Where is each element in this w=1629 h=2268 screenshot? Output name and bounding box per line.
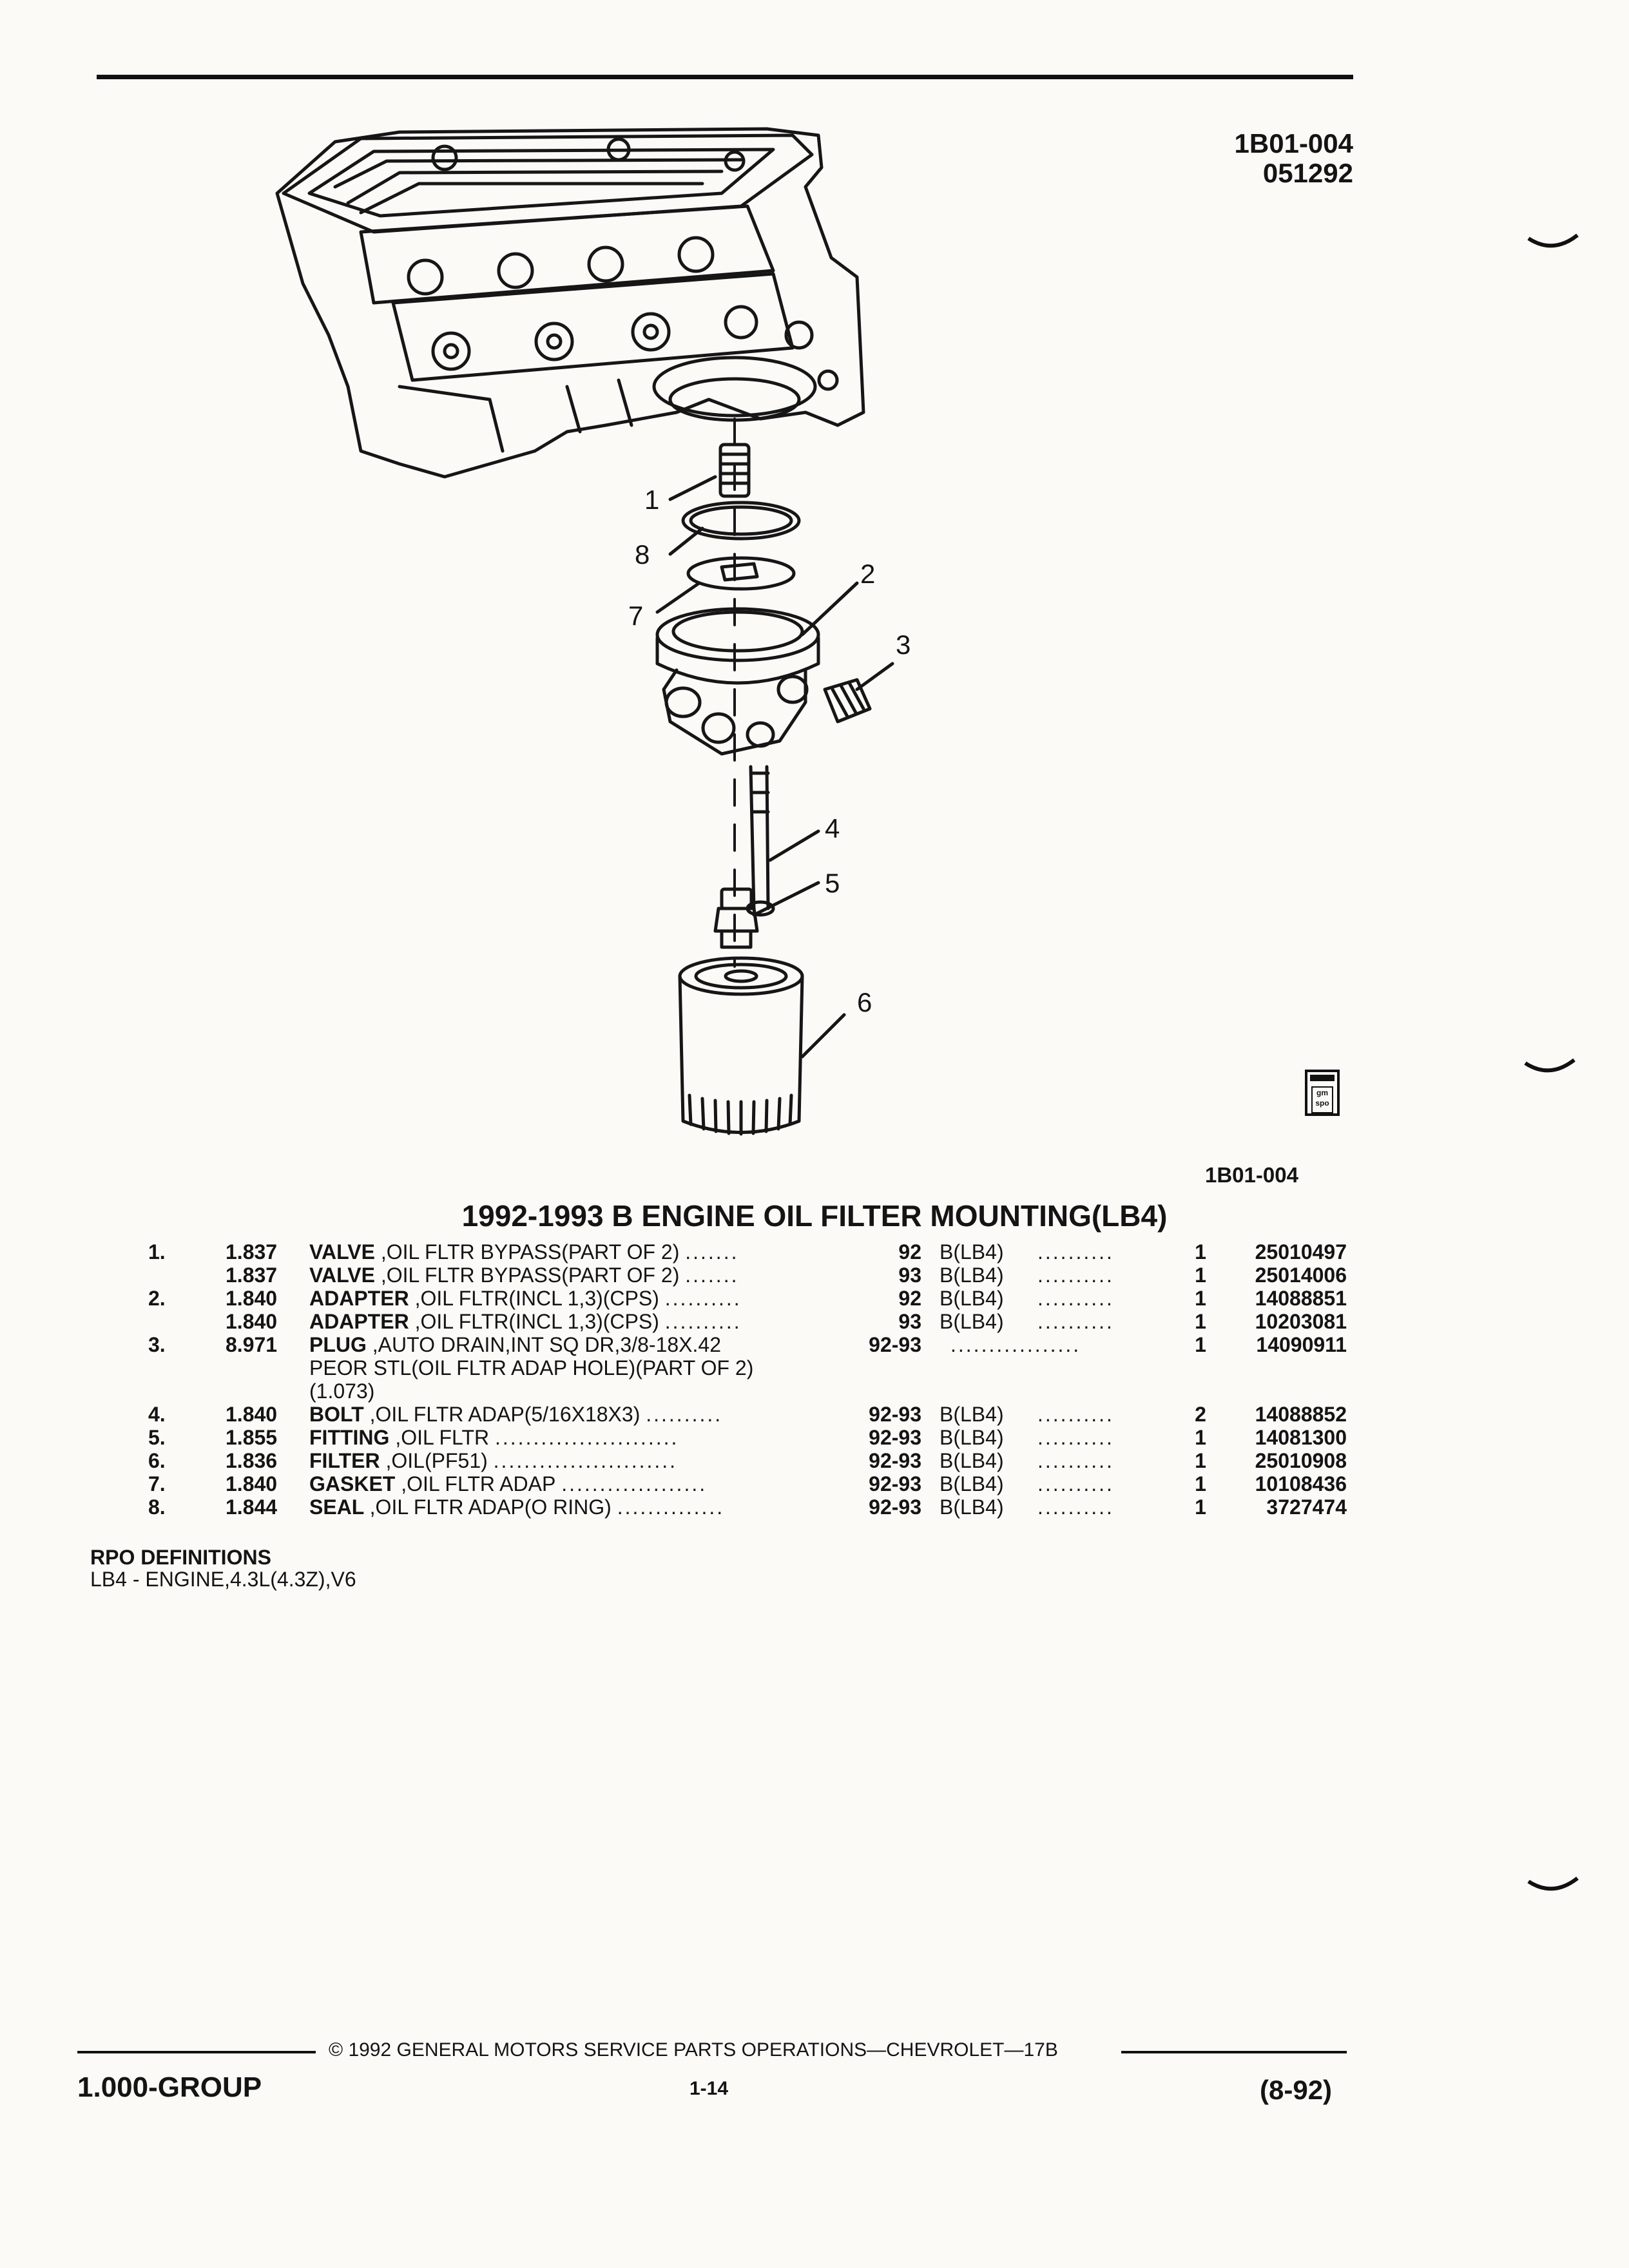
rpo-heading: RPO DEFINITIONS: [90, 1546, 271, 1569]
callout-3: 3: [896, 629, 911, 660]
footer-rule-left: [77, 2051, 316, 2053]
rpo-definition: LB4 - ENGINE,4.3L(4.3Z),V6: [90, 1568, 356, 1591]
top-rule: [97, 75, 1353, 79]
header-code-block: 1B01-004 051292: [1199, 129, 1353, 188]
binder-mark-icon: [1527, 1876, 1579, 1891]
table-row: 1.837 VALVE ,OIL FLTR BYPASS(PART OF 2) …: [226, 1264, 1347, 1287]
page-title: 1992-1993 B ENGINE OIL FILTER MOUNTING(L…: [461, 1199, 1168, 1233]
callout-8: 8: [635, 539, 650, 570]
footer-page-number: 1-14: [689, 2078, 729, 2099]
rpo-definitions: RPO DEFINITIONS LB4 - ENGINE,4.3L(4.3Z),…: [90, 1546, 356, 1590]
table-row: 8. 1.844 SEAL ,OIL FLTR ADAP(O RING) ...…: [148, 1495, 1347, 1519]
binder-mark-icon: [1527, 233, 1579, 248]
oil-filter-exploded-illustration: 1 8 7 2 3 4 5 6: [275, 127, 911, 1136]
footer-date: (8-92): [1260, 2075, 1333, 2105]
logo-text: gm spo: [1311, 1086, 1333, 1113]
table-row: 1.840 ADAPTER ,OIL FLTR(INCL 1,3)(CPS) .…: [226, 1310, 1347, 1333]
table-row: 7. 1.840 GASKET ,OIL FLTR ADAP .........…: [148, 1472, 1347, 1495]
callout-6: 6: [857, 987, 872, 1017]
table-row-continuation: PEOR STL(OIL FLTR ADAP HOLE)(PART OF 2): [309, 1356, 754, 1379]
table-row: 5. 1.855 FITTING ,OIL FLTR .............…: [148, 1426, 1347, 1449]
header-date-code: 051292: [1262, 158, 1353, 188]
binder-mark-icon: [1524, 1058, 1576, 1073]
gm-spo-logo-icon: gm spo: [1305, 1070, 1340, 1116]
callout-2: 2: [860, 559, 875, 589]
header-code: 1B01-004: [1234, 128, 1353, 159]
footer-rule-right: [1121, 2051, 1347, 2053]
table-row-continuation: (1.073): [309, 1379, 375, 1403]
footer-copyright: © 1992 GENERAL MOTORS SERVICE PARTS OPER…: [329, 2039, 1058, 2061]
illustration-ref-code: 1B01-004: [1205, 1163, 1298, 1187]
table-row: 3. 8.971 PLUG ,AUTO DRAIN,INT SQ DR,3/8-…: [148, 1333, 1347, 1356]
callout-1: 1: [644, 485, 659, 515]
table-row: 2. 1.840 ADAPTER ,OIL FLTR(INCL 1,3)(CPS…: [148, 1287, 1347, 1310]
callout-5: 5: [825, 868, 840, 898]
callout-7: 7: [628, 601, 643, 631]
table-row: 1. 1.837 VALVE ,OIL FLTR BYPASS(PART OF …: [148, 1240, 1347, 1264]
table-row: 6. 1.836 FILTER ,OIL(PF51) .............…: [148, 1449, 1347, 1472]
table-row: 4. 1.840 BOLT ,OIL FLTR ADAP(5/16X18X3) …: [148, 1403, 1347, 1426]
footer-group: 1.000-GROUP: [77, 2071, 262, 2103]
callout-4: 4: [825, 813, 840, 843]
